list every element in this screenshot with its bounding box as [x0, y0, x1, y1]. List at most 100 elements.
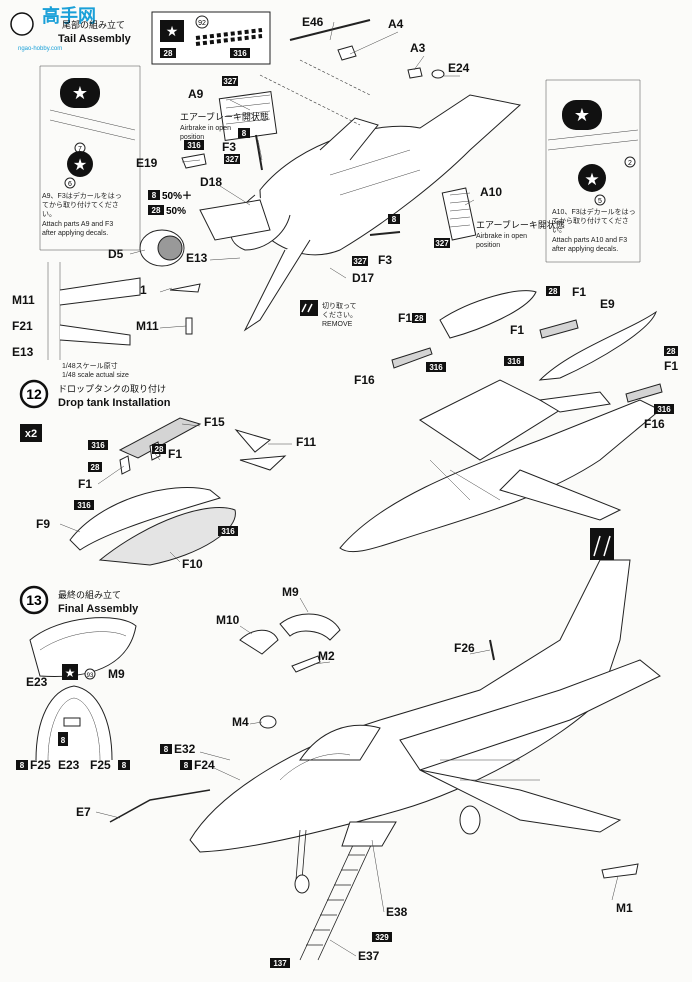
- paint-327-chip: 327: [223, 77, 237, 86]
- step-13-badge: [19, 585, 49, 615]
- multiplier-badge: [20, 424, 42, 442]
- label-m2: M2: [318, 649, 335, 663]
- svg-text:Airbrake in open: Airbrake in open: [180, 125, 231, 132]
- insignia-star-decal-right: [562, 100, 602, 130]
- svg-text:エアーブレーキ開状態: エアーブレーキ開状態: [476, 219, 565, 230]
- label-a4: A4: [388, 17, 404, 31]
- inset-a10-frame: [545, 79, 641, 263]
- svg-text:2: 2: [628, 160, 632, 167]
- remove-cut-icon: [300, 300, 318, 316]
- svg-text:137: 137: [273, 959, 287, 968]
- label-e37: E37: [358, 949, 380, 963]
- part-f11-b: [239, 455, 287, 471]
- svg-text:い。: い。: [552, 226, 566, 234]
- part-f3: [369, 231, 401, 236]
- insignia-star-decal-small: [67, 151, 93, 177]
- label-a9: A9: [188, 87, 204, 101]
- label-e9: E9: [600, 297, 615, 311]
- drop-tank-f9: [69, 486, 222, 551]
- svg-text:316: 316: [657, 405, 671, 414]
- drop-tank-left-mounted: [439, 290, 537, 339]
- part-m11: [185, 317, 193, 335]
- part-e23: [63, 717, 81, 727]
- ladder-top-e38: [341, 821, 397, 847]
- label-d18: D18: [200, 175, 222, 189]
- label-e23-top: E23: [26, 675, 48, 689]
- step-11-title-jp: 尾部の組み立て: [62, 19, 125, 30]
- pylon-right: [625, 383, 663, 403]
- label-m9: M9: [282, 585, 299, 599]
- svg-text:329: 329: [375, 933, 389, 942]
- svg-text:ください。: ください。: [322, 311, 357, 319]
- label-a10: A10: [480, 185, 502, 199]
- svg-text:28: 28: [415, 314, 424, 323]
- svg-text:x2: x2: [25, 428, 37, 440]
- label-f1-r1: F1: [398, 311, 412, 325]
- note-a9-en: Attach parts A9 and F3: [42, 221, 113, 228]
- svg-text:★: ★: [166, 23, 179, 39]
- svg-text:after applying decals.: after applying decals.: [552, 246, 618, 253]
- paint-28-chip: [160, 48, 176, 58]
- svg-text:E13: E13: [12, 345, 34, 359]
- svg-text:6: 6: [68, 181, 72, 188]
- label-f11: F11: [296, 435, 316, 449]
- part-f1-a: [119, 455, 131, 475]
- paint-316-chip: [230, 48, 250, 58]
- svg-text:8: 8: [20, 761, 25, 770]
- leader-lines-step11: [129, 21, 475, 329]
- svg-text:8: 8: [61, 736, 66, 745]
- label-f3-left: F3: [222, 140, 236, 154]
- leader-lines-step12: [59, 423, 292, 563]
- label-m11: M11: [136, 319, 159, 333]
- svg-text:★: ★: [73, 157, 87, 174]
- svg-text:28: 28: [164, 49, 173, 58]
- step-12-badge: [19, 379, 49, 409]
- note-a10-jp: A10、F3はデカールをはっ: [552, 207, 636, 216]
- antenna-f26: [489, 639, 495, 661]
- svg-text:position: position: [476, 242, 500, 249]
- label-e13: E13: [186, 251, 208, 265]
- svg-text:8: 8: [392, 215, 397, 224]
- step-11-title-en: Tail Assembly: [58, 33, 132, 45]
- watermark-line2: ngao-hobby.com: [18, 46, 62, 52]
- svg-text:316: 316: [77, 501, 91, 510]
- label-e32: E32: [174, 742, 196, 756]
- svg-text:316: 316: [507, 357, 521, 366]
- label-e46: E46: [302, 15, 324, 29]
- note-remove-jp: 切り取って: [322, 302, 357, 310]
- svg-text:★: ★: [72, 83, 88, 103]
- label-f16-left: F16: [354, 373, 375, 387]
- label-f15: F15: [204, 415, 225, 429]
- paint-mix-2: 50%: [166, 206, 186, 217]
- part-f21: [169, 283, 201, 293]
- svg-text:★: ★: [574, 105, 590, 125]
- part-e24: [431, 69, 445, 79]
- svg-text:8: 8: [122, 761, 127, 770]
- svg-text:327: 327: [225, 155, 239, 164]
- drop-tank-right-mounted: [538, 310, 657, 381]
- part-m1: [601, 863, 639, 879]
- label-f3-right: F3: [378, 253, 392, 267]
- svg-text:★: ★: [65, 666, 76, 680]
- part-f3-left: [255, 134, 263, 171]
- svg-text:5: 5: [598, 198, 602, 205]
- part-e19: [181, 153, 207, 169]
- label-f16-right: F16: [644, 417, 665, 431]
- svg-text:28: 28: [91, 463, 100, 472]
- leader-lines-step13: [95, 597, 619, 957]
- label-e23-bottom: E23: [58, 758, 80, 772]
- svg-text:8: 8: [164, 745, 169, 754]
- antenna-e46-part: [289, 19, 371, 41]
- step-13-title-en: Final Assembly: [58, 603, 139, 615]
- svg-text:316: 316: [429, 363, 443, 372]
- drop-tank-f10: [98, 506, 236, 566]
- label-f24: F24: [194, 758, 215, 772]
- svg-text:Airbrake in open: Airbrake in open: [476, 233, 527, 240]
- decal-5-badge: [594, 194, 606, 206]
- svg-text:8: 8: [242, 129, 247, 138]
- svg-text:M11: M11: [12, 293, 35, 307]
- svg-text:13: 13: [26, 592, 42, 608]
- svg-text:28: 28: [152, 206, 161, 215]
- label-m4: M4: [232, 715, 249, 729]
